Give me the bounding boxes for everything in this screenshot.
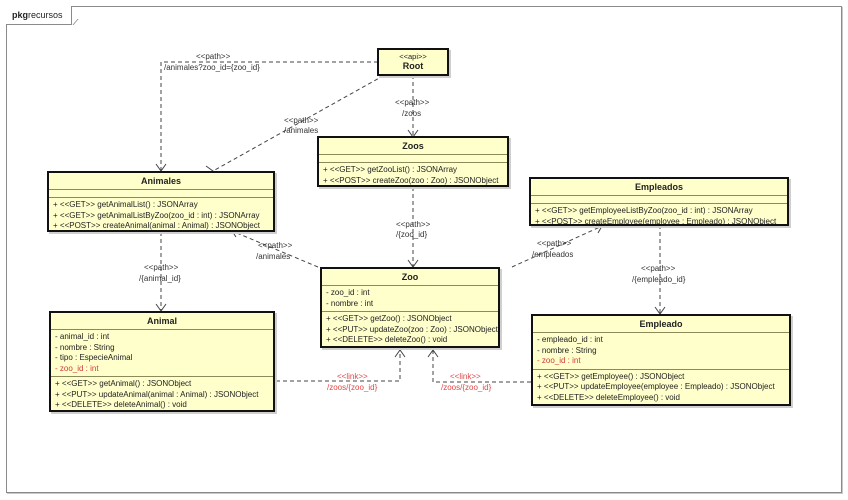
class-header: Animal bbox=[51, 313, 273, 330]
class-root[interactable]: <<api>> Root bbox=[377, 48, 449, 76]
edge-label-path: /animales bbox=[284, 126, 319, 135]
attributes-section bbox=[49, 190, 273, 198]
class-name: Empleado bbox=[639, 319, 683, 329]
edge-label-stereotype: <<link>> bbox=[337, 372, 368, 381]
class-name: Root bbox=[402, 61, 424, 71]
class-header: <<api>> Root bbox=[379, 50, 447, 74]
edge-label-path: /{empleado_id} bbox=[632, 275, 686, 284]
attributes-section bbox=[319, 155, 507, 163]
arrowhead bbox=[594, 225, 603, 234]
class-header: Animales bbox=[49, 173, 273, 190]
operations-section: + <<GET>> getAnimalList() : JSONArray + … bbox=[49, 198, 273, 234]
operation: + <<POST>> createZoo(zoo : Zoo) : JSONOb… bbox=[323, 175, 499, 185]
class-header: Empleado bbox=[533, 316, 789, 333]
attribute: - empleado_id : int bbox=[537, 335, 603, 344]
edge-zoo-animales[interactable] bbox=[231, 230, 319, 268]
operation: + <<GET>> getEmployee() : JSONObject bbox=[537, 371, 685, 381]
class-header: Zoos bbox=[319, 138, 507, 155]
class-header: Zoo bbox=[322, 269, 498, 286]
operation: + <<POST>> createEmployee(employee : Emp… bbox=[535, 216, 777, 226]
edge-label-stereotype: <<path>> bbox=[284, 116, 319, 125]
operations-section: + <<GET>> getEmployeeListByZoo(zoo_id : … bbox=[531, 204, 787, 229]
attribute-foreign-key: - zoo_id : int bbox=[55, 363, 99, 373]
attribute: - tipo : EspecieAnimal bbox=[55, 353, 133, 362]
edge-label-stereotype: <<path>> bbox=[196, 52, 231, 61]
class-name: Zoo bbox=[401, 272, 419, 282]
edge-label-stereotype: <<path>> bbox=[396, 220, 431, 229]
class-name: Zoos bbox=[402, 141, 424, 151]
package-tab: pkgrecursos bbox=[6, 6, 72, 25]
attributes-section: - empleado_id : int - nombre : String - … bbox=[533, 333, 789, 370]
attributes-section: - animal_id : int - nombre : String - ti… bbox=[51, 330, 273, 377]
class-zoo[interactable]: Zoo - zoo_id : int - nombre : int + <<GE… bbox=[320, 267, 500, 348]
operation: + <<GET>> getAnimalList() : JSONArray bbox=[53, 200, 198, 209]
edge-label-path: /{animal_id} bbox=[139, 274, 181, 283]
edge-label-path: /empleados bbox=[532, 250, 574, 259]
edge-label-path: /animales?zoo_id={zoo_id} bbox=[164, 63, 260, 72]
attribute: - nombre : int bbox=[326, 298, 374, 308]
edge-label-path: /zoos bbox=[402, 109, 422, 118]
edge-label-stereotype: <<path>> bbox=[258, 241, 293, 250]
operation: + <<GET>> getAnimalListByZoo(zoo_id : in… bbox=[53, 210, 260, 220]
class-animales[interactable]: Animales + <<GET>> getAnimalList() : JSO… bbox=[47, 171, 275, 232]
attribute: - zoo_id : int bbox=[326, 288, 370, 297]
operation: + <<PUT>> updateAnimal(animal : Animal) … bbox=[55, 389, 259, 399]
operation: + <<GET>> getZoo() : JSONObject bbox=[326, 314, 452, 323]
class-empleados[interactable]: Empleados + <<GET>> getEmployeeListByZoo… bbox=[529, 177, 789, 226]
edge-empleado-zoo-link[interactable] bbox=[432, 350, 531, 383]
edge-label-path: /zoos/{zoo_id} bbox=[441, 383, 492, 392]
attribute: - animal_id : int bbox=[55, 332, 110, 341]
operation: + <<DELETE>> deleteAnimal() : void bbox=[55, 400, 187, 409]
operations-section: + <<GET>> getZoo() : JSONObject + <<PUT>… bbox=[322, 312, 498, 348]
attribute: - nombre : String bbox=[537, 345, 597, 355]
edge-label-path: /animales bbox=[256, 252, 291, 261]
class-animal[interactable]: Animal - animal_id : int - nombre : Stri… bbox=[49, 311, 275, 412]
class-empleado[interactable]: Empleado - empleado_id : int - nombre : … bbox=[531, 314, 791, 406]
edge-label-stereotype: <<path>> bbox=[641, 264, 676, 273]
operation: + <<DELETE>> deleteZoo() : void bbox=[326, 335, 448, 344]
package-keyword: pkg bbox=[12, 10, 29, 20]
attributes-section: - zoo_id : int - nombre : int bbox=[322, 286, 498, 312]
operation: + <<PUT>> updateZoo(zoo : Zoo) : JSONObj… bbox=[326, 324, 498, 334]
class-stereotype: <<api>> bbox=[399, 52, 427, 61]
operation: + <<GET>> getAnimal() : JSONObject bbox=[55, 379, 192, 388]
class-zoos[interactable]: Zoos + <<GET>> getZooList() : JSONArray … bbox=[317, 136, 509, 187]
operations-section: + <<GET>> getEmployee() : JSONObject + <… bbox=[533, 370, 789, 406]
attributes-section bbox=[531, 196, 787, 204]
class-header: Empleados bbox=[531, 179, 787, 196]
class-name: Empleados bbox=[634, 182, 683, 192]
arrowhead bbox=[427, 349, 439, 358]
edge-label-path: /zoos/{zoo_id} bbox=[327, 383, 378, 392]
operation: + <<GET>> getZooList() : JSONArray bbox=[323, 165, 458, 174]
edge-zoo-empleados[interactable] bbox=[511, 225, 603, 268]
operation: + <<GET>> getEmployeeListByZoo(zoo_id : … bbox=[535, 206, 753, 215]
attribute-foreign-key: - zoo_id : int bbox=[537, 356, 581, 365]
operation: + <<POST>> createAnimal(animal : Animal)… bbox=[53, 221, 260, 230]
operations-section: + <<GET>> getZooList() : JSONArray + <<P… bbox=[319, 163, 507, 188]
edge-label-path: /{zoo_id} bbox=[396, 230, 428, 239]
edge-label-stereotype: <<path>> bbox=[395, 98, 430, 107]
edge-label-stereotype: <<path>> bbox=[537, 239, 572, 248]
class-name: Animales bbox=[140, 176, 182, 186]
class-name: Animal bbox=[146, 316, 177, 326]
edge-root-animales[interactable] bbox=[212, 71, 391, 172]
arrowhead bbox=[394, 349, 406, 358]
operation: + <<PUT>> updateEmployee(employee : Empl… bbox=[537, 382, 775, 391]
attribute: - nombre : String bbox=[55, 342, 115, 352]
edge-root-animales-query[interactable] bbox=[160, 61, 378, 170]
edge-label-stereotype: <<path>> bbox=[144, 263, 179, 272]
package-frame bbox=[6, 6, 842, 493]
package-name: recursos bbox=[28, 10, 63, 20]
operations-section: + <<GET>> getAnimal() : JSONObject + <<P… bbox=[51, 377, 273, 413]
operation: + <<DELETE>> deleteEmployee() : void bbox=[537, 392, 680, 402]
edge-label-stereotype: <<link>> bbox=[450, 372, 481, 381]
